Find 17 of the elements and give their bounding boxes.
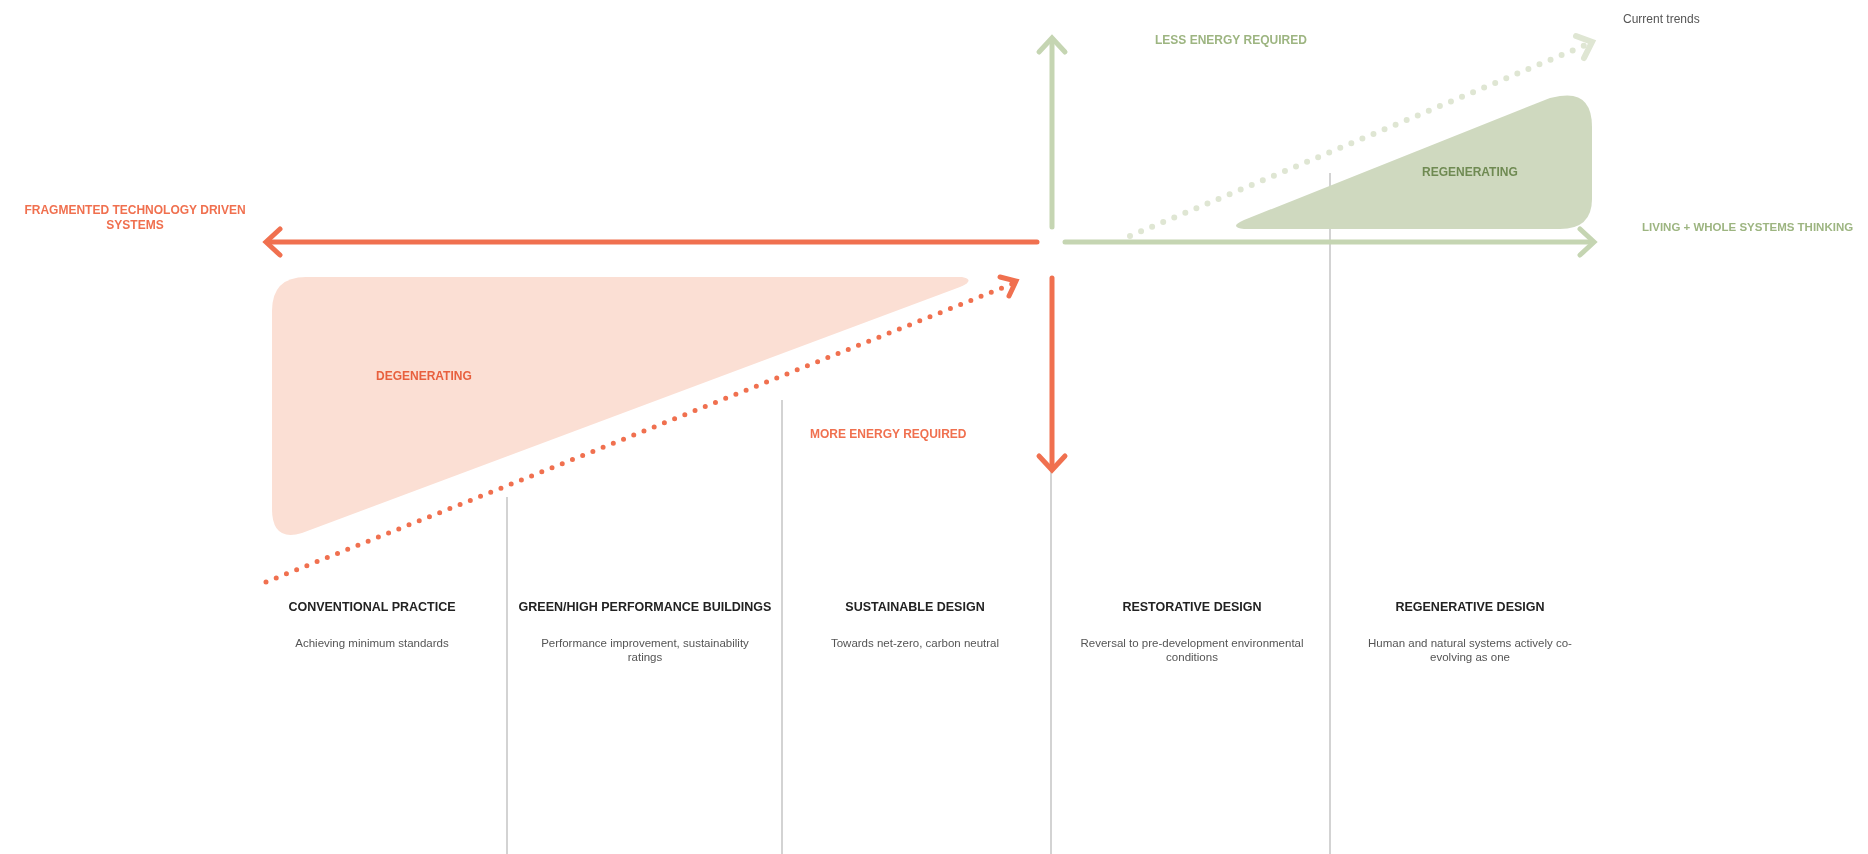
column-description: Reversal to pre-development environmental conditions (1079, 636, 1305, 664)
axis-label: MORE ENERGY REQUIRED (810, 426, 968, 443)
column-heading: CONVENTIONAL PRACTICE (287, 599, 457, 616)
column-description: Achieving minimum standards (294, 636, 450, 650)
note-text: Current trends (1623, 11, 1701, 28)
axis-label: LESS ENERGY REQUIRED (1155, 32, 1308, 49)
column-description: Towards net-zero, carbon neutral (829, 636, 1001, 650)
column-heading: SUSTAINABLE DESIGN (844, 599, 986, 616)
area-label: DEGENERATING (376, 368, 472, 385)
column-heading: GREEN/HIGH PERFORMANCE BUILDINGS (517, 599, 773, 616)
axis-label: LIVING + WHOLE SYSTEMS THINKING (1642, 220, 1855, 235)
column-heading: REGENERATIVE DESIGN (1394, 599, 1546, 616)
column-description: Human and natural systems actively co-evolving as one (1367, 636, 1573, 664)
axis-label: FRAGMENTED TECHNOLOGY DRIVEN SYSTEMS (23, 203, 247, 233)
column-heading: RESTORATIVE DESIGN (1121, 599, 1263, 616)
area-label: REGENERATING (1422, 164, 1518, 181)
column-description: Performance improvement, sustainability ratings (540, 636, 750, 664)
